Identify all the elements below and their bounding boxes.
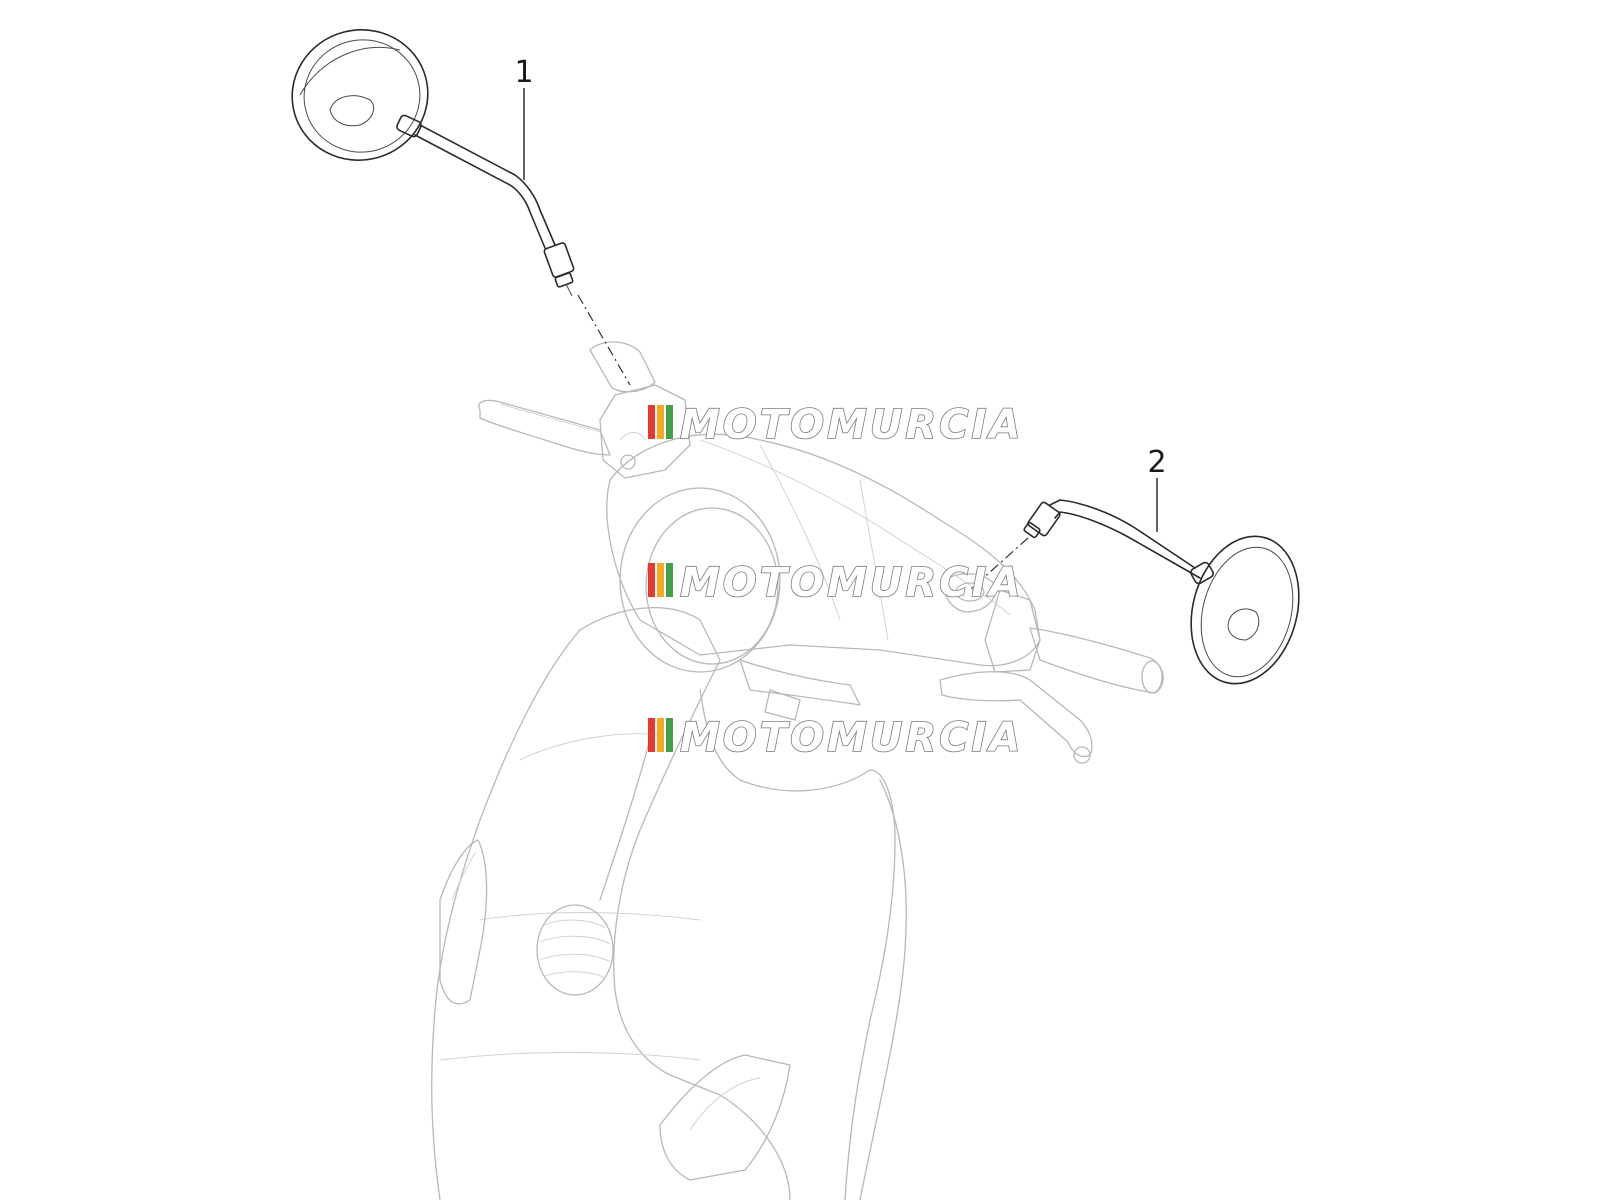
watermark-stripe bbox=[648, 405, 655, 439]
mirror-right-part[interactable] bbox=[1023, 499, 1314, 696]
watermark-text: MOTOMURCIA bbox=[680, 560, 1023, 606]
mount-axis-right bbox=[969, 537, 1029, 591]
callout-1: 1 bbox=[514, 55, 534, 180]
watermark-stripe bbox=[666, 718, 673, 752]
watermark-stripe bbox=[648, 563, 655, 597]
watermark-stripe bbox=[666, 563, 673, 597]
watermark-text: MOTOMURCIA bbox=[680, 402, 1023, 448]
callout-label-2: 2 bbox=[1147, 445, 1166, 480]
mount-axis-left bbox=[577, 294, 631, 386]
callout-label-1: 1 bbox=[514, 55, 533, 90]
scooter-body-ghost bbox=[431, 341, 1164, 1200]
watermark-2: MOTOMURCIA bbox=[648, 559, 1023, 607]
watermark-3: MOTOMURCIA bbox=[648, 714, 1023, 762]
watermark-text: MOTOMURCIA bbox=[680, 715, 1023, 761]
callout-2: 2 bbox=[1147, 445, 1167, 532]
watermark-1: MOTOMURCIA bbox=[648, 401, 1023, 449]
watermark-stripe bbox=[666, 405, 673, 439]
mirror-left-part[interactable] bbox=[277, 15, 575, 297]
watermark-stripe bbox=[657, 405, 664, 439]
watermark-stripe bbox=[657, 718, 664, 752]
watermark-stripe bbox=[648, 718, 655, 752]
watermark-stripe bbox=[657, 563, 664, 597]
